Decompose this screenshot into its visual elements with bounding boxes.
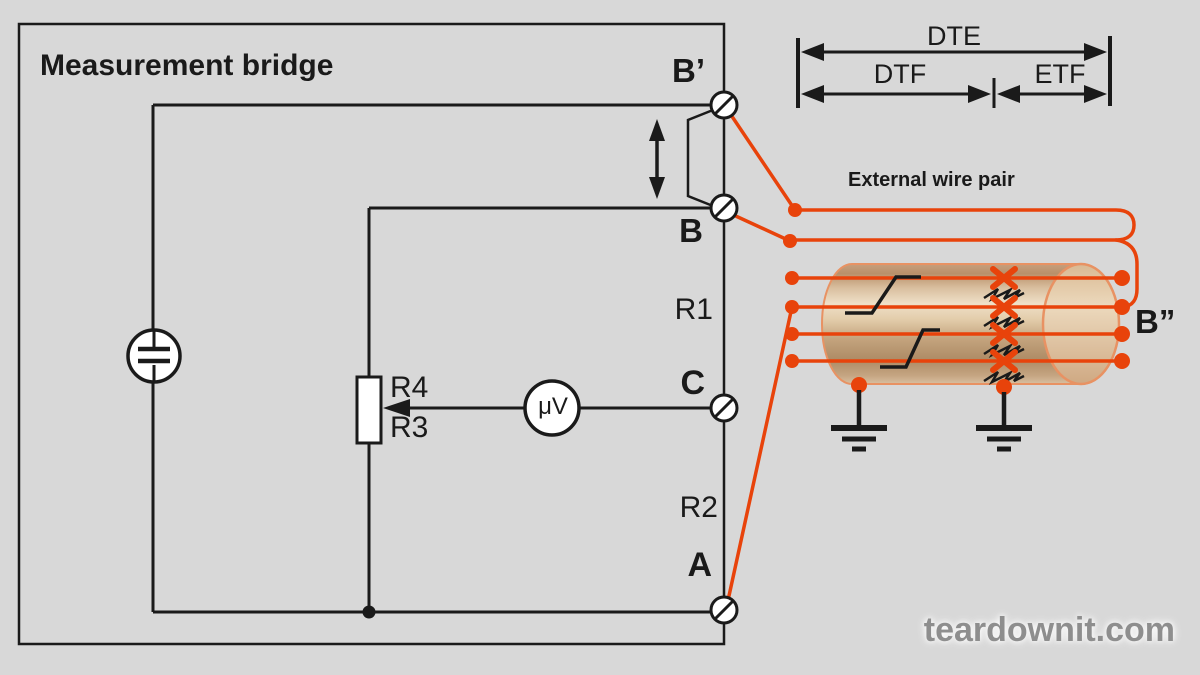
cable-cylinder	[821, 262, 1121, 386]
terminal-a-label: A	[687, 546, 712, 584]
diagram-title: Measurement bridge	[40, 49, 334, 82]
battery-icon	[126, 328, 182, 384]
jumper-bracket	[686, 108, 714, 208]
external-wire-pair-label: External wire pair	[848, 169, 1015, 191]
ground-icon	[976, 392, 1032, 452]
adjust-double-arrow-icon	[649, 119, 665, 199]
terminal-c-icon	[709, 393, 739, 423]
wiper-arrow	[383, 399, 410, 417]
terminal-b-prime-label: B’	[672, 52, 705, 89]
cable-joint-jogs	[845, 275, 940, 369]
cable-conductors	[792, 276, 1122, 363]
cable-far-end-label: B”	[1135, 303, 1176, 340]
microvoltmeter-label: μV	[538, 393, 568, 420]
terminal-c-label: C	[680, 364, 705, 402]
potentiometer-icon	[355, 375, 410, 445]
terminal-a-icon	[709, 595, 739, 625]
terminal-b-label: B	[679, 212, 703, 249]
connection-dots	[783, 203, 1130, 395]
bridge-box	[17, 22, 726, 646]
external-pair-wiring	[725, 107, 1139, 607]
microvoltmeter-icon	[523, 379, 581, 437]
resistor-r3-label: R3	[390, 411, 429, 444]
terminal-b-prime-icon	[709, 90, 739, 120]
dimension-ruler	[796, 36, 1112, 108]
resistor-r2-label: R2	[679, 491, 718, 524]
dte-label: DTE	[927, 21, 981, 51]
dtf-label: DTF	[873, 59, 927, 89]
resistor-r1-label: R1	[674, 293, 713, 326]
etf-label: ETF	[1034, 59, 1086, 89]
terminal-b-icon	[709, 193, 739, 223]
ground-icon	[831, 390, 887, 452]
resistor-r4-label: R4	[390, 371, 429, 404]
bridge-wiring	[151, 103, 712, 614]
cable-end-cap	[1041, 262, 1121, 386]
junction-dot	[362, 605, 376, 619]
watermark: teardownit.com	[923, 611, 1175, 649]
